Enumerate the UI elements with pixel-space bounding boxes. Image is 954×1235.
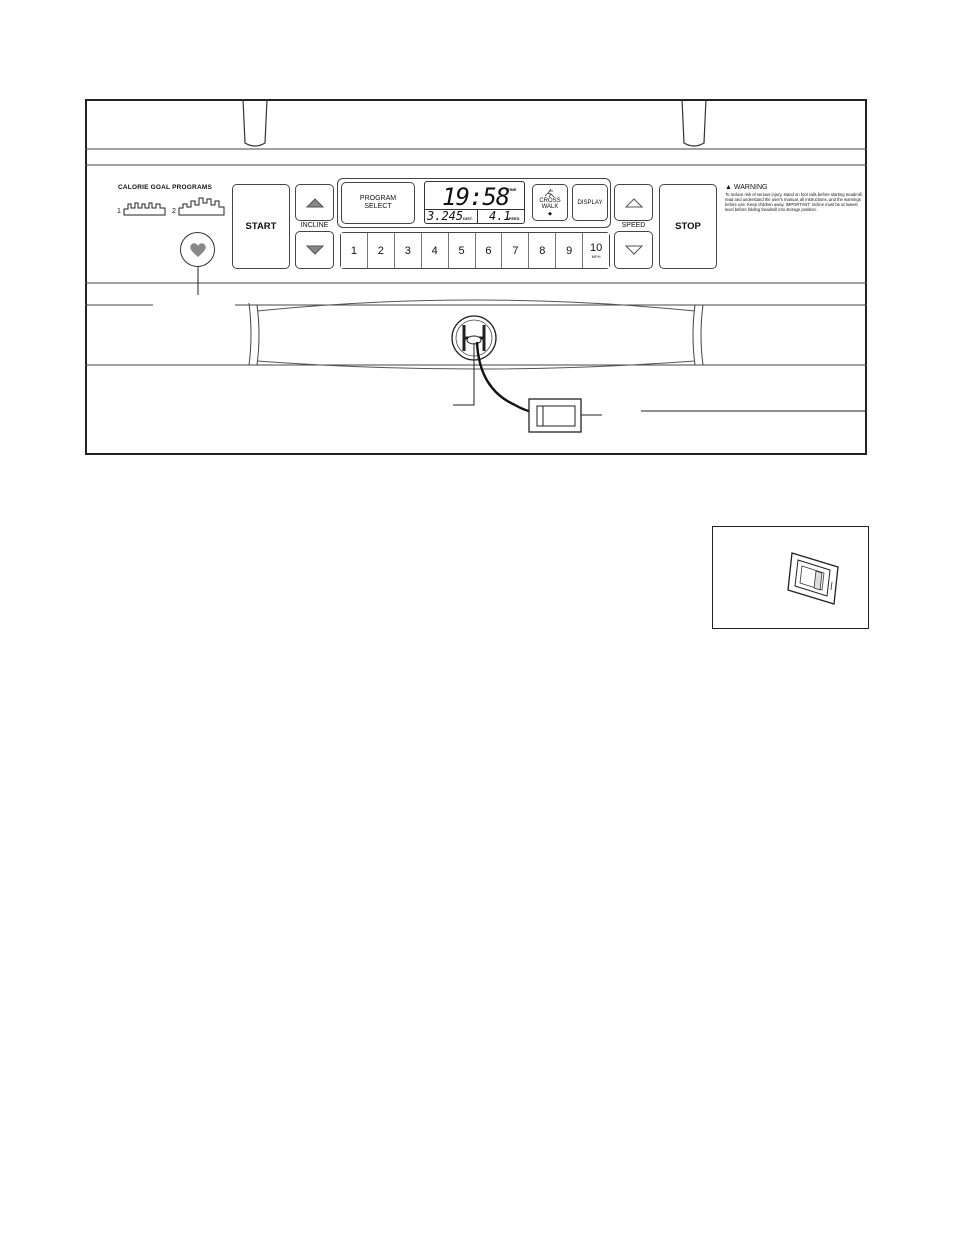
right-upright bbox=[681, 99, 707, 147]
warning-title: WARNING bbox=[733, 184, 768, 191]
speed-key-2[interactable]: 2 bbox=[367, 233, 395, 268]
calorie-program-profiles-icon[interactable] bbox=[123, 195, 229, 217]
power-switch-drawing bbox=[787, 552, 839, 605]
speed-key-5[interactable]: 5 bbox=[448, 233, 476, 268]
warning-text: To reduce risk of serious injury, stand … bbox=[725, 192, 863, 212]
console-outline-drawing bbox=[85, 99, 867, 433]
pulse-sensor-button[interactable] bbox=[180, 232, 215, 267]
speed-key-3[interactable]: 3 bbox=[394, 233, 422, 268]
distance-label: DIST. bbox=[463, 216, 473, 221]
up-arrow-icon bbox=[305, 197, 324, 207]
heart-icon bbox=[189, 242, 206, 257]
up-arrow-icon bbox=[624, 197, 643, 207]
speed-key-1[interactable]: 1 bbox=[341, 233, 368, 268]
console-illustration bbox=[85, 99, 867, 455]
warning-label: ▲ WARNING To reduce risk of serious inju… bbox=[725, 184, 865, 212]
speed-label: SPEED bbox=[621, 222, 646, 229]
calorie-goal-programs-title: CALORIE GOAL PROGRAMS bbox=[118, 184, 213, 191]
cross-walk-label-line2: WALK bbox=[541, 204, 559, 211]
speed-key-4[interactable]: 4 bbox=[421, 233, 449, 268]
speed-key-9[interactable]: 9 bbox=[556, 233, 584, 268]
switch-inset bbox=[712, 526, 869, 629]
walker-icon bbox=[544, 188, 555, 198]
speed-value: 4.1 bbox=[489, 209, 511, 223]
speed-display-label: SPEED bbox=[506, 216, 520, 221]
distance-value: 3.245 bbox=[427, 209, 464, 223]
speed-keypad: 1 2 3 4 5 6 7 8 9 10 MPH bbox=[340, 232, 610, 269]
down-arrow-icon bbox=[305, 245, 324, 255]
down-arrow-icon bbox=[624, 245, 643, 255]
incline-down-button[interactable] bbox=[295, 231, 334, 269]
program-select-button[interactable]: PROGRAM SELECT bbox=[341, 182, 415, 224]
warning-triangle-icon: ▲ bbox=[725, 184, 732, 191]
cross-walk-button[interactable]: CROSS WALK ◆ bbox=[532, 184, 568, 221]
display-housing bbox=[337, 178, 611, 228]
incline-up-button[interactable] bbox=[295, 184, 334, 221]
incline-label: INCLINE bbox=[300, 222, 329, 229]
left-upright bbox=[242, 99, 268, 147]
time-label: TIME bbox=[507, 187, 517, 192]
speed-key-10-label: 10 bbox=[589, 242, 603, 254]
speed-key-10[interactable]: 10 MPH bbox=[583, 233, 610, 268]
program-2-number: 2 bbox=[172, 208, 176, 215]
time-value: 19:58 bbox=[442, 183, 510, 211]
speed-down-button[interactable] bbox=[614, 231, 653, 269]
start-button[interactable]: START bbox=[232, 184, 290, 269]
speed-key-8[interactable]: 8 bbox=[529, 233, 557, 268]
speed-up-button[interactable] bbox=[614, 184, 653, 221]
speed-key-6[interactable]: 6 bbox=[475, 233, 503, 268]
lcd-display: 19:58 TIME 3.245 DIST. 4.1 SPEED bbox=[424, 181, 525, 224]
program-select-label-line2: SELECT bbox=[364, 203, 392, 210]
program-select-label-line1: PROGRAM bbox=[359, 195, 397, 202]
mph-label: MPH bbox=[591, 254, 601, 259]
cross-walk-label-line1: CROSS bbox=[539, 197, 561, 204]
display-button[interactable]: DISPLAY bbox=[572, 184, 608, 221]
key-cord bbox=[475, 341, 516, 407]
speed-key-7[interactable]: 7 bbox=[502, 233, 530, 268]
stop-button[interactable]: STOP bbox=[659, 184, 717, 269]
key-leader-line bbox=[453, 343, 475, 406]
program-1-number: 1 bbox=[117, 208, 121, 215]
cross-walk-indicator-icon: ◆ bbox=[548, 210, 552, 217]
